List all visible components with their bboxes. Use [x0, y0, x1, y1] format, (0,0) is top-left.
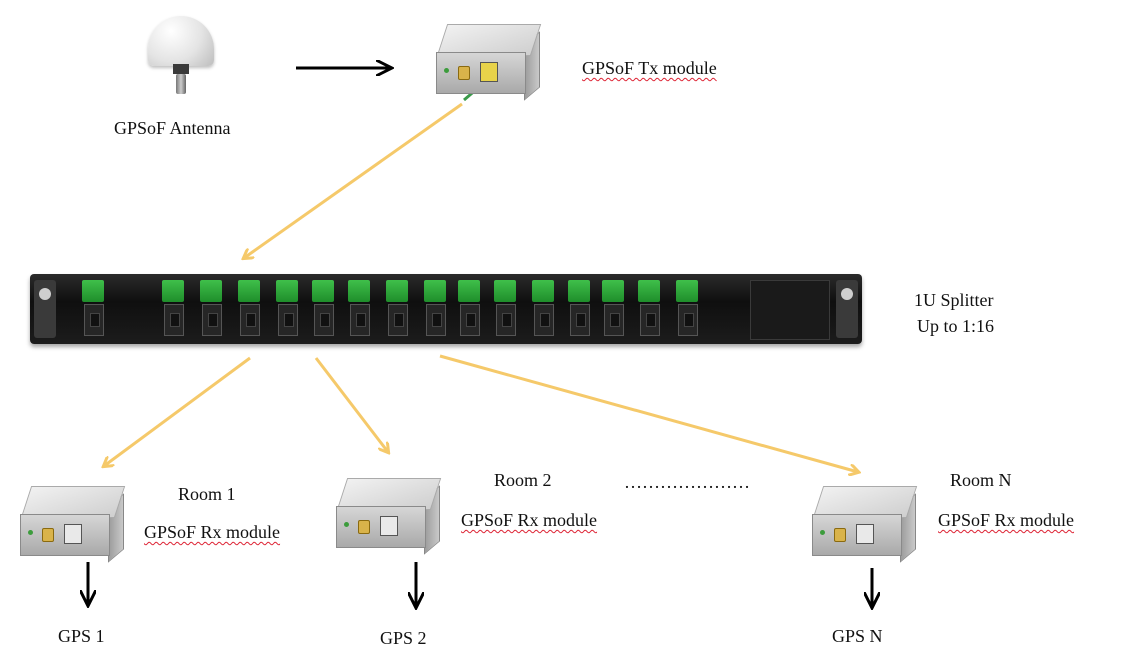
splitter-ear-left: [34, 280, 56, 338]
tx-module-label-text: GPSoF Tx module: [582, 58, 717, 78]
rx-module-2-label: GPSoF Rx module: [461, 510, 597, 531]
tx-module-label: GPSoF Tx module: [582, 58, 717, 79]
splitter-chassis: [30, 274, 862, 350]
splitter-port: [638, 280, 660, 338]
gps-n-label: GPS N: [832, 626, 883, 646]
splitter-port: [532, 280, 554, 338]
tx-to-splitter-arrow: [244, 102, 463, 258]
splitter-port: [348, 280, 370, 338]
gps-antenna-image: [148, 16, 214, 98]
gps-2-label: GPS 2: [380, 628, 427, 648]
splitter-port: [386, 280, 408, 338]
splitter-port: [82, 280, 104, 338]
rx-module-n-image: [812, 486, 918, 563]
splitter-blank-panel: [750, 280, 830, 340]
room-2-label: Room 2: [494, 470, 552, 490]
rx-module-n-label: GPSoF Rx module: [938, 510, 1074, 531]
splitter-label-line2: Up to 1:16: [917, 316, 995, 336]
splitter-port: [312, 280, 334, 338]
room-1-label: Room 1: [178, 484, 236, 504]
rx-module-1-label-text: GPSoF Rx module: [144, 522, 281, 542]
splitter-to-roomN-arrow: [439, 354, 858, 472]
splitter-port: [494, 280, 516, 338]
splitter-port: [162, 280, 184, 338]
rx-module-n-label-text: GPSoF Rx module: [938, 510, 1075, 530]
splitter-ear-right: [836, 280, 858, 338]
tx-module-image: [436, 24, 542, 101]
rx-module-1-image: [20, 486, 126, 563]
splitter-to-room2-arrow: [314, 357, 388, 452]
splitter-port: [568, 280, 590, 338]
rx-module-1-label: GPSoF Rx module: [144, 522, 280, 543]
room-n-label: Room N: [950, 470, 1012, 490]
rx-module-2-image: [336, 478, 442, 555]
rx-module-2-label-text: GPSoF Rx module: [461, 510, 598, 530]
splitter-port: [458, 280, 480, 338]
gps-1-label: GPS 1: [58, 626, 105, 646]
splitter-port: [276, 280, 298, 338]
splitter-port: [200, 280, 222, 338]
splitter-port: [424, 280, 446, 338]
antenna-dome: [148, 16, 214, 66]
splitter-port: [238, 280, 260, 338]
antenna-label: GPSoF Antenna: [114, 118, 231, 138]
splitter-label-line1: 1U Splitter: [914, 290, 994, 310]
splitter-to-room1-arrow: [104, 356, 251, 466]
splitter-port: [676, 280, 698, 338]
splitter-port: [602, 280, 624, 338]
rooms-ellipsis: …………………: [624, 472, 750, 492]
